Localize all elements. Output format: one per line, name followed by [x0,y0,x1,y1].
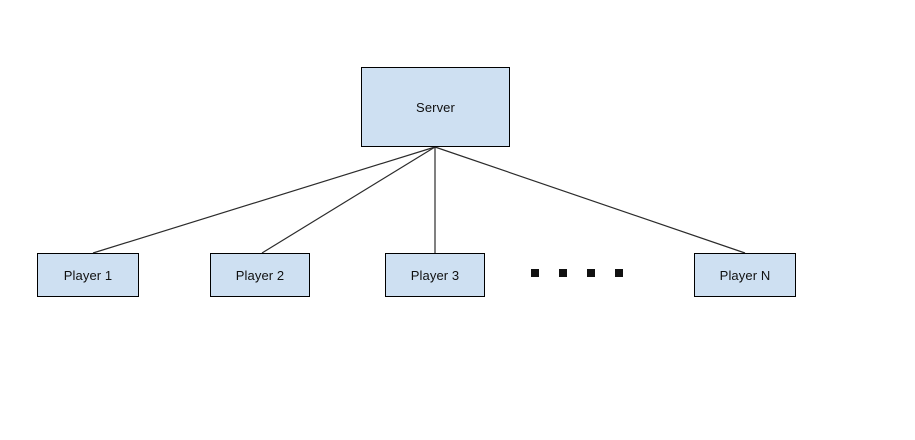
edge-server-player2 [261,146,436,254]
node-player-n[interactable]: Player N [694,253,796,297]
node-player-2[interactable]: Player 2 [210,253,310,297]
node-player-3-label: Player 3 [410,267,460,283]
node-player-2-label: Player 2 [235,267,285,283]
ellipsis-dot [615,269,623,277]
node-player-n-label: Player N [719,267,771,283]
node-player-1-label: Player 1 [63,267,113,283]
edge-server-player1 [92,146,436,254]
ellipsis-dot [531,269,539,277]
ellipsis-dot [559,269,567,277]
ellipsis-dots [531,265,623,279]
node-server[interactable]: Server [361,67,510,147]
node-player-1[interactable]: Player 1 [37,253,139,297]
node-server-label: Server [416,99,455,115]
ellipsis-dot [587,269,595,277]
edge-server-playerN [434,146,746,254]
node-player-3[interactable]: Player 3 [385,253,485,297]
